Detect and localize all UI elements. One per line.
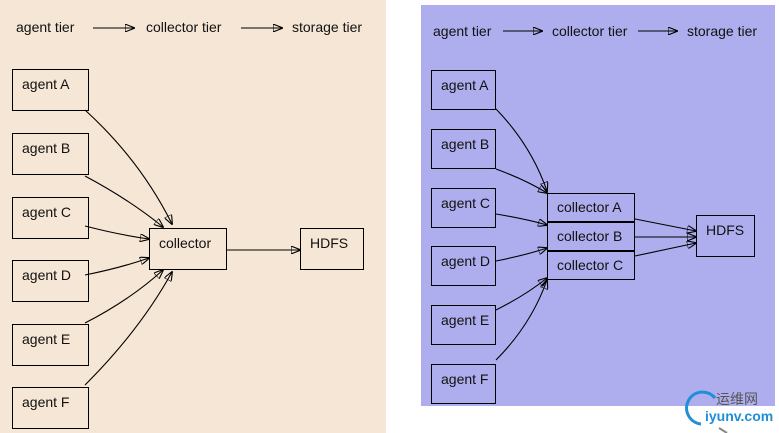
- node-agent-f: agent F: [12, 387, 89, 429]
- node-agent-e: agent E: [431, 305, 496, 345]
- left-diagram-panel: agent tier collector tier storage tier a…: [0, 0, 386, 433]
- tier-label-agent: agent tier: [16, 19, 75, 35]
- edge-agent-d: [495, 248, 547, 262]
- node-agent-c: agent C: [12, 197, 89, 239]
- edge-agent-b: [84, 175, 163, 227]
- node-agent-f: agent F: [431, 364, 496, 404]
- right-diagram-panel: agent tier collector tier storage tier a…: [421, 5, 775, 406]
- edge-agent-e: [84, 270, 163, 324]
- edge-agent-c: [84, 225, 149, 239]
- node-agent-a: agent A: [431, 70, 496, 110]
- edge-agent-a: [84, 109, 172, 224]
- node-agent-b: agent B: [12, 133, 89, 175]
- node-collector-a: collector A: [547, 193, 635, 222]
- edge-collector-c-hdfs: [634, 243, 696, 257]
- tier-label-agent: agent tier: [433, 23, 492, 39]
- node-agent-a: agent A: [12, 69, 89, 111]
- node-collector: collector: [149, 228, 227, 270]
- node-collector-c: collector C: [547, 251, 635, 280]
- edge-agent-f: [495, 280, 547, 361]
- node-hdfs: HDFS: [696, 215, 755, 257]
- node-agent-d: agent D: [431, 246, 496, 286]
- edge-agent-a: [495, 108, 547, 191]
- edge-collector-a-hdfs: [634, 218, 696, 231]
- tier-label-storage: storage tier: [687, 23, 758, 39]
- edge-agent-d: [84, 258, 149, 276]
- node-hdfs: HDFS: [300, 228, 364, 270]
- right-edges: [495, 5, 775, 361]
- node-agent-b: agent B: [431, 129, 496, 169]
- left-edges: [84, 0, 386, 386]
- node-collector-b: collector B: [547, 222, 635, 251]
- edge-agent-f: [84, 272, 172, 386]
- node-agent-c: agent C: [431, 188, 496, 228]
- edge-agent-e: [495, 278, 547, 311]
- tier-label-storage: storage tier: [292, 19, 363, 35]
- watermark-en-text: iyunv.com: [705, 408, 774, 424]
- edge-agent-c: [495, 213, 547, 225]
- node-agent-d: agent D: [12, 260, 89, 302]
- tier-label-collector: collector tier: [552, 23, 628, 39]
- watermark-logo-icon: [685, 390, 728, 433]
- tier-label-collector: collector tier: [146, 19, 222, 35]
- watermark-cn-text: 运维网: [716, 391, 758, 407]
- edge-agent-b: [495, 168, 547, 193]
- node-agent-e: agent E: [12, 324, 89, 366]
